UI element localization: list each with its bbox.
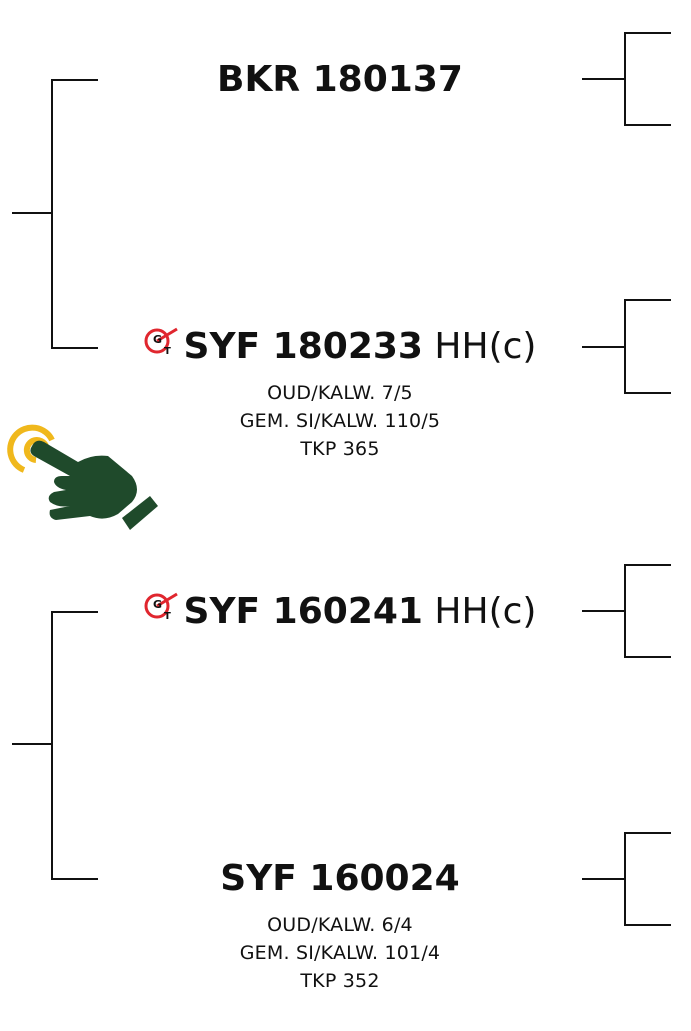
genomic-tested-icon: G T [144,323,178,367]
node-detail-oud-kalw: OUD/KALW. 6/4 [267,914,413,936]
genomic-tested-icon: G T [144,588,178,632]
node-code: SYF 160241 [183,591,423,632]
node-detail-oud-kalw: OUD/KALW. 7/5 [267,382,413,404]
node-detail-tkp: TKP 365 [300,438,380,460]
pedigree-node-syf-180233[interactable]: G T SYF 180233 HH(c) OUD/KALW. 7/5 GEM. … [90,325,590,463]
pedigree-node-syf-160241[interactable]: G T SYF 160241 HH(c) [90,590,590,634]
node-code: SYF 180233 [183,326,423,367]
bracket-lower-left [51,611,98,880]
node-name-line: SYF 160024 [90,857,590,901]
hand-shape-icon [30,440,158,530]
node-code: BKR 180137 [217,59,463,100]
node-detail-gem-si-kalw: GEM. SI/KALW. 101/4 [239,942,441,964]
pedigree-node-bkr-180137: BKR 180137 [90,58,590,102]
node-detail-gem-si-kalw: GEM. SI/KALW. 110/5 [239,410,441,432]
svg-text:G: G [153,598,162,611]
bracket-upper-left [51,79,98,349]
node-name-line: G T SYF 180233 HH(c) [90,325,590,369]
node-name-line: G T SYF 160241 HH(c) [90,590,590,634]
node-suffix: HH(c) [434,591,537,632]
bracket-right-4 [624,832,671,926]
bracket-right-3 [624,564,671,658]
svg-text:T: T [164,611,171,621]
pedigree-node-syf-160024: SYF 160024 OUD/KALW. 6/4 GEM. SI/KALW. 1… [90,857,590,995]
bracket-right-1 [624,32,671,126]
node-suffix: HH(c) [434,326,537,367]
pointing-hand-icon[interactable] [0,410,160,540]
bracket-right-2 [624,299,671,394]
node-code: SYF 160024 [220,858,460,899]
node-name-line: BKR 180137 [90,58,590,102]
node-detail-tkp: TKP 352 [300,970,380,992]
svg-text:T: T [164,346,171,356]
svg-text:G: G [153,333,162,346]
